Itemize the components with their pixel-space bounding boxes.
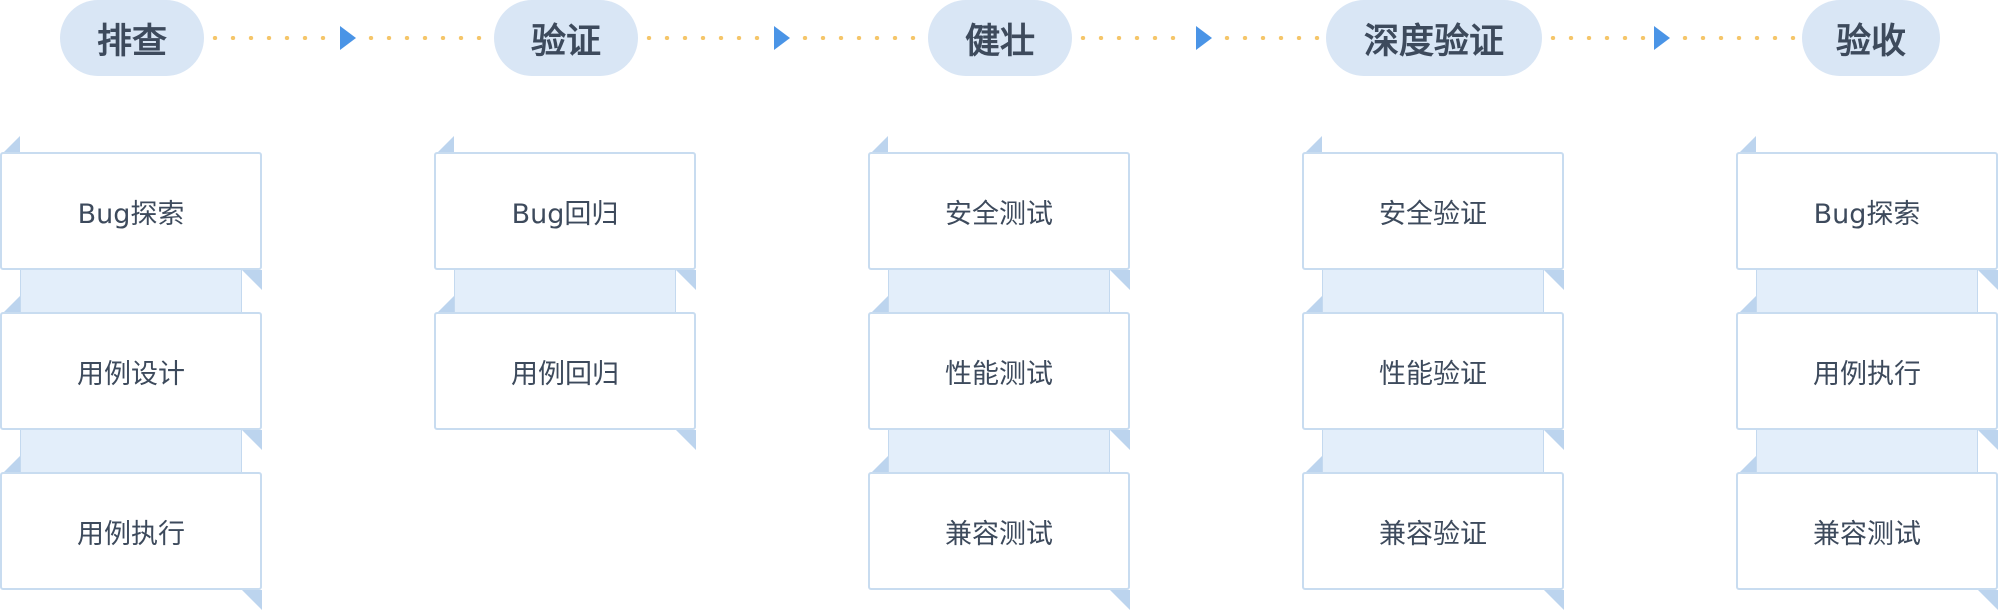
task-card: 兼容测试 [1736, 472, 1998, 590]
task-card: 兼容测试 [868, 472, 1130, 590]
dotted-line [1074, 36, 1184, 40]
task-card: 用例执行 [0, 472, 262, 590]
dotted-line [1676, 36, 1800, 40]
dotted-line [640, 36, 770, 40]
card-fold-corner [1110, 430, 1130, 450]
stage-title-1: 排查 [60, 0, 204, 76]
card-fold-corner [1302, 296, 1322, 316]
task-card: Bug探索 [1736, 152, 1998, 270]
task-card: 用例设计 [0, 312, 262, 430]
arrow-right-icon [340, 26, 356, 50]
card-fold-corner [1736, 136, 1756, 156]
stage-title-4: 深度验证 [1326, 0, 1542, 76]
task-card: 用例执行 [1736, 312, 1998, 430]
stage-column-2: Bug回归 用例回归 [434, 134, 700, 450]
connector-2-3 [640, 24, 926, 52]
connector-3-4 [1074, 24, 1324, 52]
stage-column-3: 安全测试 性能测试 兼容测试 [868, 134, 1134, 610]
card-fold-corner [1544, 590, 1564, 610]
task-card: 性能测试 [868, 312, 1130, 430]
card-fold-corner [868, 456, 888, 476]
card-fold-corner [0, 136, 20, 156]
card-fold-corner [0, 296, 20, 316]
card-fold-corner [1736, 296, 1756, 316]
task-card: 安全验证 [1302, 152, 1564, 270]
task-card: 用例回归 [434, 312, 696, 430]
card-connector-band [454, 270, 676, 312]
arrow-right-icon [774, 26, 790, 50]
card-connector-band [20, 430, 242, 472]
arrow-right-icon [1196, 26, 1212, 50]
card-connector-band [1756, 270, 1978, 312]
connector-4-5 [1544, 24, 1800, 52]
task-card: 安全测试 [868, 152, 1130, 270]
card-connector-band [888, 430, 1110, 472]
task-card: Bug回归 [434, 152, 696, 270]
card-fold-corner [242, 590, 262, 610]
card-fold-corner [0, 456, 20, 476]
card-connector-band [20, 270, 242, 312]
card-fold-corner [1978, 430, 1998, 450]
dotted-line [206, 36, 336, 40]
task-card: Bug探索 [0, 152, 262, 270]
dotted-line [1544, 36, 1650, 40]
task-card: 性能验证 [1302, 312, 1564, 430]
connector-1-2 [206, 24, 492, 52]
stage-column-5: Bug探索 用例执行 兼容测试 [1736, 134, 2000, 610]
stage-title-5: 验收 [1802, 0, 1940, 76]
card-fold-corner [868, 296, 888, 316]
card-connector-band [1322, 430, 1544, 472]
card-fold-corner [676, 430, 696, 450]
card-connector-band [888, 270, 1110, 312]
dotted-line [796, 36, 926, 40]
card-fold-corner [1110, 270, 1130, 290]
card-fold-corner [1736, 456, 1756, 476]
card-fold-corner [434, 136, 454, 156]
dotted-line [362, 36, 492, 40]
task-card: 兼容验证 [1302, 472, 1564, 590]
card-fold-corner [242, 270, 262, 290]
arrow-right-icon [1654, 26, 1670, 50]
card-fold-corner [242, 430, 262, 450]
stage-column-4: 安全验证 性能验证 兼容验证 [1302, 134, 1568, 610]
stage-title-2: 验证 [494, 0, 638, 76]
card-fold-corner [1302, 456, 1322, 476]
card-connector-band [1322, 270, 1544, 312]
card-fold-corner [1544, 270, 1564, 290]
card-fold-corner [868, 136, 888, 156]
card-fold-corner [1978, 590, 1998, 610]
card-fold-corner [1302, 136, 1322, 156]
stage-column-1: Bug探索 用例设计 用例执行 [0, 134, 266, 610]
card-fold-corner [1110, 590, 1130, 610]
card-fold-corner [676, 270, 696, 290]
card-fold-corner [434, 296, 454, 316]
dotted-line [1218, 36, 1324, 40]
card-connector-band [1756, 430, 1978, 472]
stage-title-3: 健壮 [928, 0, 1072, 76]
card-fold-corner [1978, 270, 1998, 290]
card-fold-corner [1544, 430, 1564, 450]
